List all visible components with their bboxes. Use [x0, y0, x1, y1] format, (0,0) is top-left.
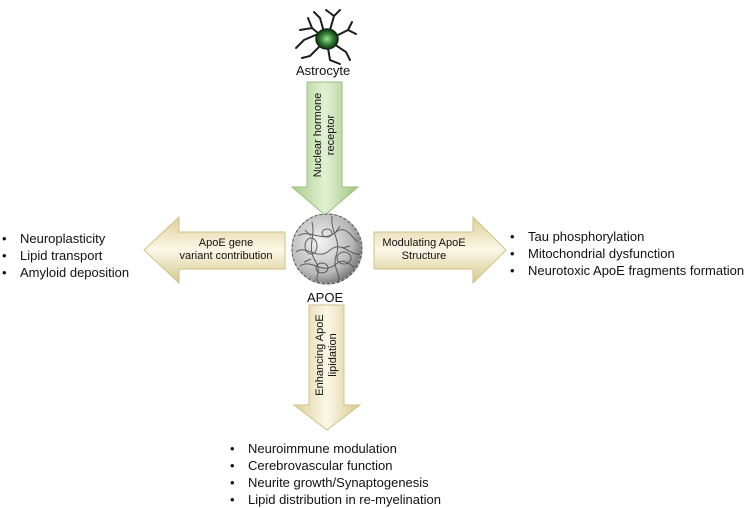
top-arrow-text-line1: Nuclear hormone: [312, 92, 324, 178]
bottom-arrow-text-line2: lipidation: [327, 333, 339, 377]
bottom-outcome-list: Neuroimmune modulation Cerebrovascular f…: [230, 440, 441, 508]
astrocyte-label: Astrocyte: [296, 63, 351, 78]
bottom-arrow: [292, 304, 362, 431]
right-arrow: [373, 215, 507, 285]
top-arrow-text: Nuclear hormone receptor: [310, 80, 340, 190]
top-arrow: [290, 81, 360, 216]
list-item: Mitochondrial dysfunction: [510, 245, 744, 262]
left-arrow-text-line2: variant contribution: [179, 250, 273, 262]
list-item: Neuroimmune modulation: [230, 440, 441, 457]
astrocyte-icon: [295, 9, 357, 65]
right-arrow-text-line2: Structure: [401, 250, 447, 262]
right-arrow-text: Modulating ApoE Structure: [374, 237, 474, 263]
list-item: Cerebrovascular function: [230, 457, 441, 474]
left-arrow-text: ApoE gene variant contribution: [170, 237, 282, 263]
apoe-label: APOE: [307, 290, 344, 305]
apoe-particle-icon: [291, 213, 363, 285]
list-item: Lipid distribution in re-myelination: [230, 491, 441, 508]
left-outcome-list: Neuroplasticity Lipid transport Amyloid …: [2, 230, 129, 281]
bottom-arrow-text-line1: Enhancing ApoE: [314, 314, 326, 396]
list-item: Amyloid deposition: [2, 264, 129, 281]
top-arrow-text-line2: receptor: [325, 114, 337, 156]
list-item: Neurotoxic ApoE fragments formation: [510, 262, 744, 279]
left-arrow-text-line1: ApoE gene: [198, 237, 254, 249]
list-item: Lipid transport: [2, 247, 129, 264]
left-arrow: [143, 215, 286, 285]
right-outcome-list: Tau phosphorylation Mitochondrial dysfun…: [510, 228, 744, 279]
list-item: Neurite growth/Synaptogenesis: [230, 474, 441, 491]
right-arrow-text-line1: Modulating ApoE: [382, 237, 466, 249]
list-item: Neuroplasticity: [2, 230, 129, 247]
list-item: Tau phosphorylation: [510, 228, 744, 245]
bottom-arrow-text: Enhancing ApoE lipidation: [312, 300, 342, 410]
